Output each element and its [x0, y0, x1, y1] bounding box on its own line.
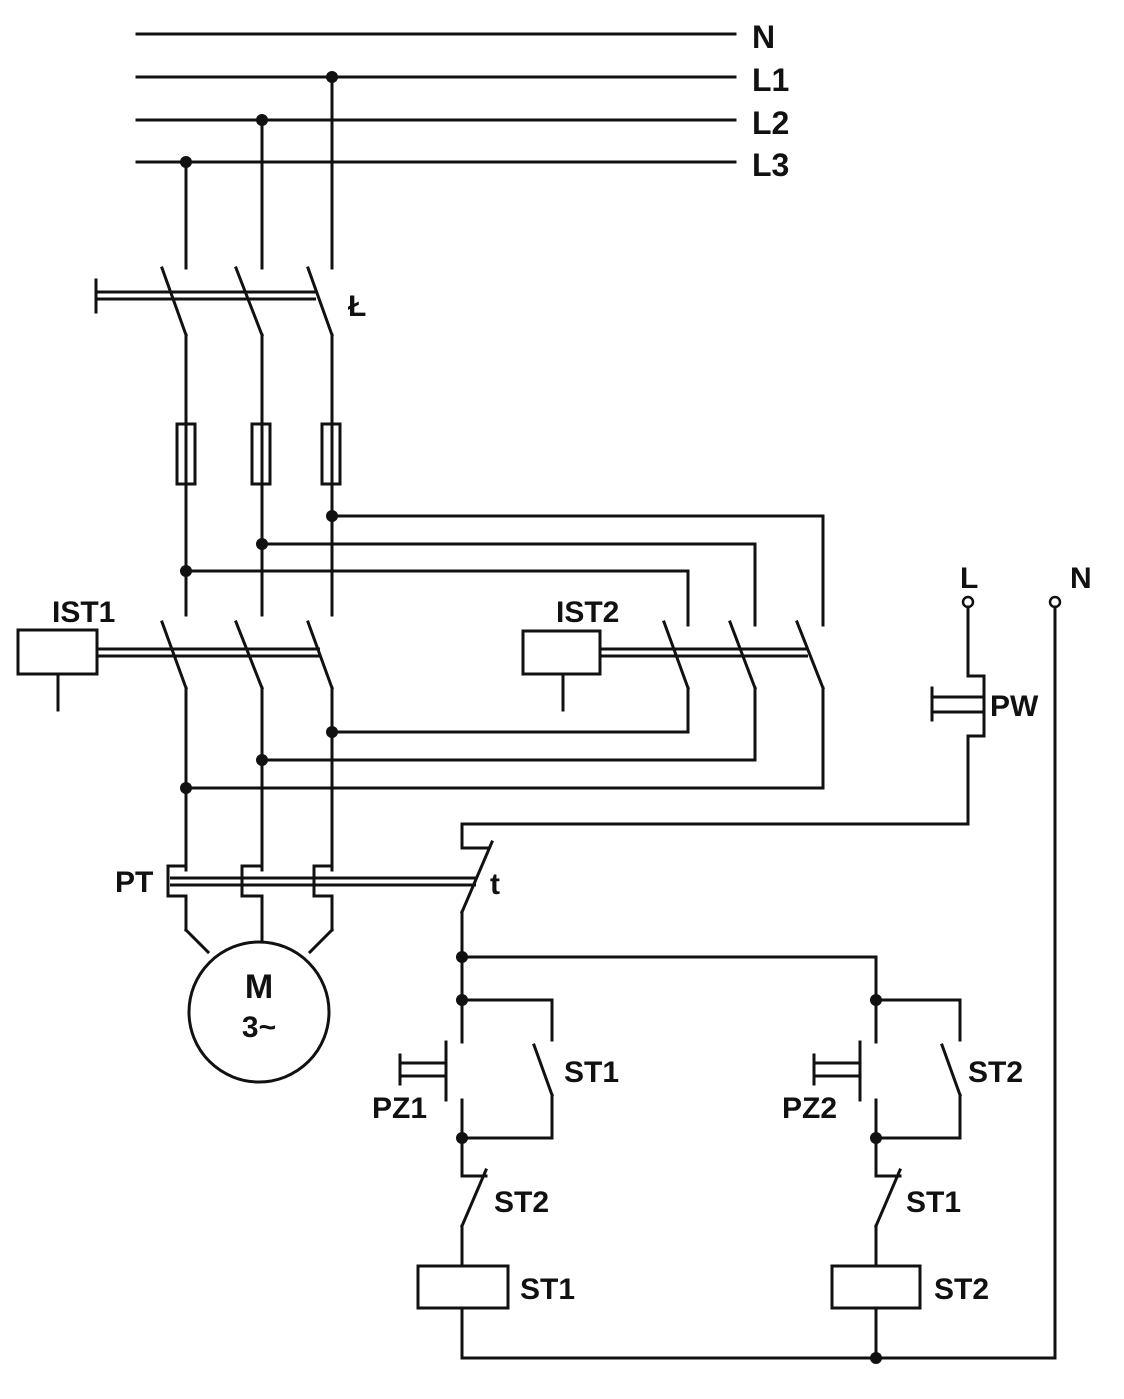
st2-coil	[830, 1264, 922, 1310]
contactor-ist1	[16, 620, 334, 872]
ist1-coil	[16, 628, 99, 676]
motor-label-phases: 3~	[242, 1011, 276, 1044]
bus-label-l1: L1	[752, 62, 789, 98]
neutral-return	[460, 1352, 1057, 1364]
stop-button-pw	[460, 674, 986, 850]
branch1-coil-label: ST1	[520, 1273, 575, 1306]
main-switch	[94, 75, 334, 337]
branch-st2	[812, 998, 962, 1360]
st2-hold-contact	[940, 1043, 962, 1097]
thermal-relay-label: PT	[115, 866, 153, 899]
branch2-hold-label: ST2	[968, 1056, 1023, 1089]
stop-button-label: PW	[990, 690, 1039, 723]
st1-coil	[416, 1264, 510, 1310]
branch1-interlock-label: ST2	[494, 1186, 549, 1219]
motor	[183, 927, 335, 1084]
motor-label-m: M	[245, 968, 273, 1006]
ist2-label: IST2	[556, 596, 619, 629]
pz2-label: PZ2	[782, 1092, 837, 1125]
bus-label-l3: L3	[752, 147, 789, 183]
branch-st1	[398, 998, 554, 1360]
control-l-label: L	[960, 562, 978, 595]
pz1-label: PZ1	[372, 1092, 427, 1125]
main-switch-label: Ł	[348, 290, 366, 323]
fuses	[175, 422, 342, 486]
control-supply	[961, 595, 1062, 1360]
ist2-supply-taps	[180, 510, 825, 627]
branch2-coil-label: ST2	[934, 1273, 989, 1306]
control-n-label: N	[1070, 562, 1092, 595]
phase-conductors	[184, 333, 334, 617]
st1-interlock-contact	[874, 1168, 902, 1228]
thermal-contact-t	[460, 840, 494, 959]
st1-hold-contact	[532, 1043, 554, 1097]
branch1-hold-label: ST1	[564, 1056, 619, 1089]
thermal-relay-pt	[166, 864, 476, 932]
supply-buses	[135, 32, 737, 168]
contactor-ist2	[180, 620, 825, 794]
control-distribution	[456, 951, 882, 1006]
st2-interlock-contact	[460, 1168, 488, 1228]
ist1-label: IST1	[52, 596, 115, 629]
thermal-contact-label: t	[490, 868, 500, 901]
bus-label-l2: L2	[752, 105, 789, 141]
motor-symbol	[187, 940, 331, 1084]
ist2-coil	[521, 629, 602, 676]
bus-label-n: N	[752, 19, 775, 55]
branch2-interlock-label: ST1	[906, 1186, 961, 1219]
